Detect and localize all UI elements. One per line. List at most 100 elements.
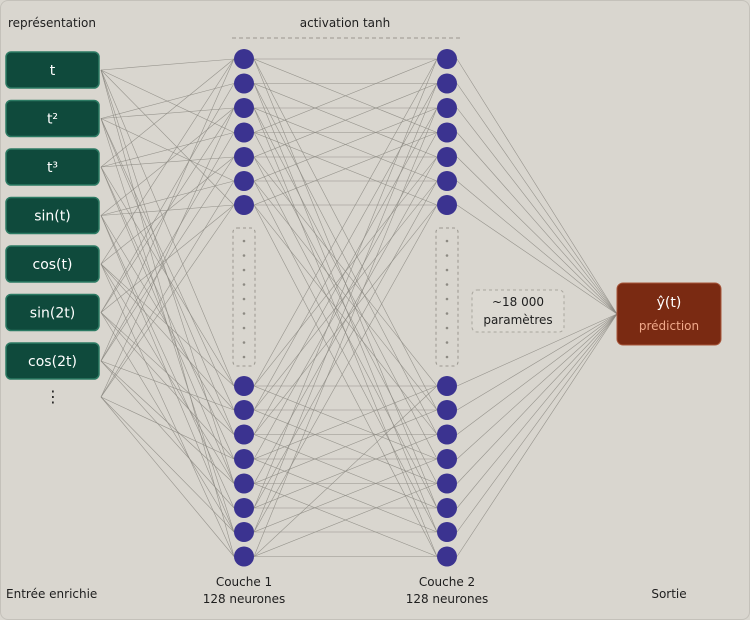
ellipsis-dot (445, 341, 449, 344)
input-box (5, 342, 100, 380)
connection-edge (253, 58, 438, 509)
layer2-neuron (437, 522, 457, 542)
layer2-neuron (437, 73, 457, 94)
layer1-neuron (234, 147, 254, 167)
input-label: t² (47, 112, 58, 128)
layer2-neuron (437, 122, 457, 143)
input-feature: t³ (5, 148, 100, 186)
input-box (5, 51, 100, 89)
connection-edge (253, 107, 438, 182)
connection-edge (100, 360, 235, 411)
layer2-footer-title: Couche 2 (419, 575, 475, 589)
output-title: ŷ(t) (657, 295, 682, 311)
layer1-neuron (234, 522, 254, 542)
connection-edge (456, 83, 618, 315)
connection-edge (100, 396, 235, 557)
layer2-neuron (437, 49, 457, 69)
ellipsis-dot (242, 283, 246, 286)
layer1-neuron (234, 73, 254, 94)
connection-edge (456, 313, 618, 460)
output-box (616, 282, 722, 346)
connection-edge (253, 156, 438, 484)
connection-edge (456, 107, 618, 315)
connection-edge (456, 204, 618, 315)
layer1-neuron (234, 98, 254, 118)
connection-edge (100, 132, 235, 168)
layer2-neuron (437, 473, 457, 494)
connection-edge (253, 58, 438, 133)
layer1-neuron (234, 400, 254, 420)
layer1-neuron (234, 424, 254, 445)
connection-edge (100, 312, 235, 435)
connection-edge (253, 83, 438, 435)
input-feature: sin(2t) (5, 293, 100, 332)
layer2-neuron (437, 98, 457, 118)
input-feature: cos(2t) (5, 342, 100, 380)
layer1-neuron (234, 498, 254, 518)
input-footer: Entrée enrichie (6, 587, 97, 601)
connection-edge (100, 69, 235, 387)
layer2-neuron (437, 498, 457, 518)
connection-edge (100, 204, 235, 398)
layer1-footer-title: Couche 1 (216, 575, 272, 589)
layer1-ellipsis-box (232, 227, 256, 367)
connection-edge (456, 132, 618, 315)
input-feature: t² (5, 99, 100, 138)
connection-edge (100, 118, 235, 411)
connection-edge (100, 69, 235, 206)
connection-edge (456, 156, 618, 315)
connection-edge (100, 58, 235, 71)
connection-edge (100, 132, 235, 362)
layer2-neuron (437, 424, 457, 445)
params-count: ~18 000 (492, 295, 544, 309)
connection-edge (253, 83, 438, 411)
connection-edge (253, 132, 438, 460)
layer1-neuron (234, 122, 254, 143)
connection-edge (100, 263, 235, 557)
connection-edge (100, 166, 235, 387)
ellipsis-dots (242, 239, 449, 359)
connection-edge (100, 58, 235, 362)
ellipsis-dot (445, 297, 449, 301)
input-label: cos(2t) (28, 354, 77, 370)
connection-edge (456, 313, 618, 411)
connection-edge (253, 132, 438, 206)
params-label: paramètres (483, 313, 552, 327)
connection-edge (253, 107, 438, 557)
layer1-neuron (234, 49, 254, 69)
input-label: sin(2t) (30, 306, 75, 322)
connection-edge (253, 83, 438, 533)
connection-edge (100, 83, 235, 313)
connection-edge (100, 396, 235, 533)
input-feature: sin(t) (5, 196, 100, 235)
layer1-neuron (234, 449, 254, 469)
representation-label: représentation (8, 16, 96, 30)
connections (100, 58, 618, 557)
input-box (5, 245, 100, 283)
input-box (5, 293, 100, 332)
input-label: sin(t) (34, 209, 70, 225)
connection-edge (253, 385, 438, 460)
connection-edge (253, 180, 438, 533)
connection-edge (253, 58, 438, 387)
ellipsis-dot (445, 254, 449, 257)
connection-edge (100, 180, 235, 398)
input-box (5, 148, 100, 186)
layer2-neuron (437, 449, 457, 469)
ellipsis-dot (242, 326, 246, 330)
connection-edge (253, 107, 438, 435)
connection-edge (456, 313, 618, 533)
layer1-neuron (234, 473, 254, 494)
ellipsis-dot (242, 297, 246, 301)
ellipsis-dot (445, 326, 449, 330)
ellipsis-dot (242, 268, 246, 272)
neurons (234, 49, 457, 567)
connection-edge (456, 313, 618, 435)
ellipsis-dot (445, 283, 449, 286)
connection-edge (456, 313, 618, 484)
input-label: cos(t) (33, 257, 73, 273)
connection-edge (253, 483, 438, 557)
connection-edge (100, 396, 235, 460)
layer1-neuron (234, 546, 254, 567)
